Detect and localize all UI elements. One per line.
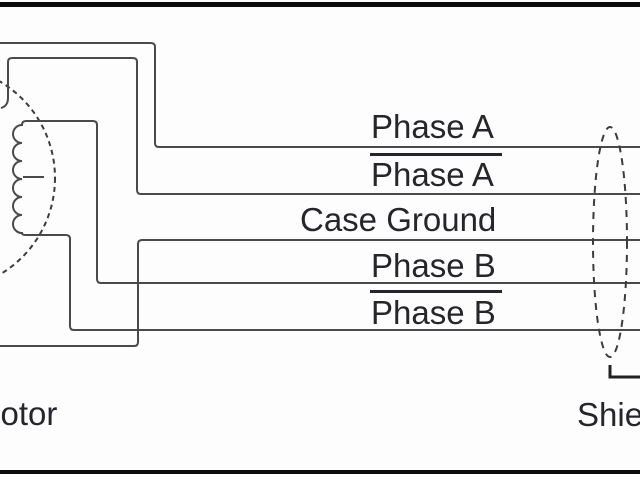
case-ground-wire — [0, 239, 640, 347]
phase-a-label: Phase A — [371, 108, 494, 145]
motor-label: Motor — [0, 395, 58, 432]
phase-b-label: Phase B — [371, 247, 496, 284]
phase-a-wire — [0, 42, 640, 148]
case-ground-label: Case Ground — [300, 201, 497, 238]
phase-b-winding-wire — [12, 120, 640, 331]
shield-bracket — [608, 365, 640, 379]
motor-body-circle — [0, 80, 56, 276]
phase-a-inverted-overline — [370, 153, 502, 156]
bottom-border-line — [0, 470, 640, 474]
shield-ellipse — [592, 126, 628, 358]
phase-a-inv-wire — [0, 57, 640, 195]
top-border-line — [0, 2, 640, 7]
phase-b-inverted-label: Phase B — [371, 294, 496, 331]
shield-label: Shield — [577, 396, 640, 433]
phase-b-inverted-overline — [370, 290, 502, 293]
phase-a-inverted-label: Phase A — [371, 156, 494, 193]
